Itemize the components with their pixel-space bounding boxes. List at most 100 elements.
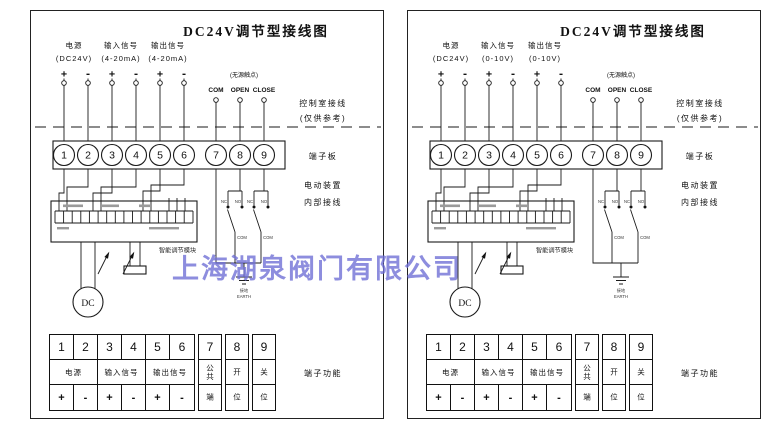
reference-label: (仅供参考) [300, 113, 346, 123]
table-col9-bottom: 位 [259, 393, 269, 402]
table-power-cell: 电源 [50, 360, 98, 385]
table-output-cell: 输出信号 [523, 360, 571, 385]
output-signal-label: 输出信号 [528, 40, 562, 50]
polarity-sign: - [462, 69, 468, 80]
open-label: OPEN [231, 87, 250, 94]
table-col8-bottom: 位 [609, 393, 619, 402]
power-range: (DC24V) [56, 54, 92, 63]
terminal-number: 2 [85, 150, 91, 162]
input-signal-range: (4-20mA) [101, 54, 140, 63]
ground-label-en: EARTH [237, 294, 251, 299]
contact-labels: COM OPEN CLOSE [585, 87, 652, 94]
limit-switches: NC NO NC NO COM COM [592, 169, 650, 277]
polarity-signs: + - + - + - [61, 69, 187, 80]
polarity-signs: + - + - + - [438, 69, 564, 80]
ground-label-en: EARTH [614, 294, 628, 299]
open-label: OPEN [608, 87, 627, 94]
signal-labels: 电源 (DC24V) 输入信号 (4-20mA) 输出信号 (4-20mA) [56, 40, 187, 63]
table-column-7: 7 公共 端 [575, 334, 599, 411]
diagram-title: DC24V调节型接线图 [560, 23, 706, 39]
control-room-wires [61, 78, 187, 141]
power-range: (DC24V) [433, 54, 469, 63]
com-label: COM [208, 87, 223, 94]
switch-contact-label: NO [235, 199, 242, 204]
table-power-cell: 电源 [427, 360, 475, 385]
polarity-sign: + [438, 69, 444, 80]
polarity-sign: - [510, 69, 516, 80]
polarity-sign: + [109, 69, 115, 80]
table-sign-cell: + [523, 385, 547, 410]
terminal-number: 7 [590, 150, 596, 162]
output-signal-range: (0-10V) [529, 54, 561, 63]
polarity-sign: - [85, 69, 91, 80]
table-input-cell: 输入信号 [98, 360, 146, 385]
table-col7-bottom: 端 [205, 393, 215, 402]
earth-ground-symbol: 接地 EARTH [236, 276, 252, 299]
table-column-9: 9 关 位 [252, 334, 276, 411]
diagram-title: DC24V调节型接线图 [183, 23, 329, 39]
table-column-8: 8 开 位 [225, 334, 249, 411]
side-annotations: 控制室接线 (仅供参考) 端子板 电动装置 内部接线 端子功能 [676, 98, 723, 378]
contact-wires [213, 97, 267, 141]
contact-labels: COM OPEN CLOSE [208, 87, 275, 94]
internal-wires [58, 169, 186, 211]
feedback-components [474, 242, 524, 275]
table-col8-bottom: 位 [232, 393, 242, 402]
control-room-wires [438, 78, 564, 141]
terminal-number: 3 [486, 150, 492, 162]
table-sign-cell: + [98, 385, 122, 410]
table-col8-top: 开 [609, 367, 619, 377]
device-label-line2: 内部接线 [681, 197, 719, 207]
wiring-diagram-drawing: DC24V调节型接线图 电源 (DC24V) 输入信号 (4-20mA) 输出信… [35, 23, 381, 378]
limit-switches: NC NO NC NO COM COM [215, 169, 273, 277]
table-number-cell: 3 [98, 335, 122, 360]
table-sign-cell: - [451, 385, 475, 410]
device-label-line2: 内部接线 [304, 197, 342, 207]
table-col9-top: 关 [259, 367, 269, 377]
table-sign-cell: + [427, 385, 451, 410]
table-column-9: 9 关 位 [629, 334, 653, 411]
device-label-line1: 电动装置 [681, 180, 719, 190]
table-number-cell: 9 [253, 335, 275, 360]
com-label: COM [585, 87, 600, 94]
table-number-cell: 2 [451, 335, 475, 360]
terminal-board: 1 2 3 4 5 6 7 8 9 [52, 140, 286, 170]
regulating-module: 智能调节模块 [427, 200, 575, 255]
table-sign-cell: - [180, 391, 184, 404]
table-sign-cell: - [499, 385, 523, 410]
terminal-board-label: 端子板 [686, 151, 715, 161]
table-col7-top: 公共 [205, 363, 215, 381]
terminal-function-label: 端子功能 [304, 368, 342, 378]
terminal-number: 5 [157, 150, 163, 162]
passive-contact-note: (无源触点) [230, 71, 258, 79]
terminal-number: 4 [133, 150, 139, 162]
polarity-sign: - [181, 69, 187, 80]
terminal-number: 1 [61, 150, 67, 162]
terminal-number: 9 [638, 150, 644, 162]
component-box [123, 265, 147, 275]
polarity-sign: + [157, 69, 163, 80]
table-sign-cell: + [50, 385, 74, 410]
wiring-diagram-panel: DC24V调节型接线图 电源 (DC24V) 输入信号 (4-20mA) 输出信… [30, 10, 384, 419]
terminal-number: 8 [614, 150, 620, 162]
table-number-cell: 3 [475, 335, 499, 360]
table-sign-cell: - [122, 385, 146, 410]
table-number-cell: 8 [226, 335, 248, 360]
table-column-7: 7 公共 端 [198, 334, 222, 411]
table-col9-bottom: 位 [636, 393, 646, 402]
table-col8-top: 开 [232, 367, 242, 377]
component-box [500, 265, 524, 275]
regulating-module: 智能调节模块 [50, 200, 198, 255]
power-label: 电源 [66, 40, 83, 50]
module-label: 智能调节模块 [536, 247, 573, 255]
reference-label: (仅供参考) [677, 113, 723, 123]
terminal-number: 6 [181, 150, 187, 162]
side-annotations: 控制室接线 (仅供参考) 端子板 电动装置 内部接线 端子功能 [299, 98, 346, 378]
terminal-number: 5 [534, 150, 540, 162]
switch-contact-label: NC [598, 199, 604, 204]
terminal-number: 2 [462, 150, 468, 162]
switch-com-label: COM [263, 235, 273, 240]
table-number-cell: 9 [630, 335, 652, 360]
terminal-number: 6 [558, 150, 564, 162]
